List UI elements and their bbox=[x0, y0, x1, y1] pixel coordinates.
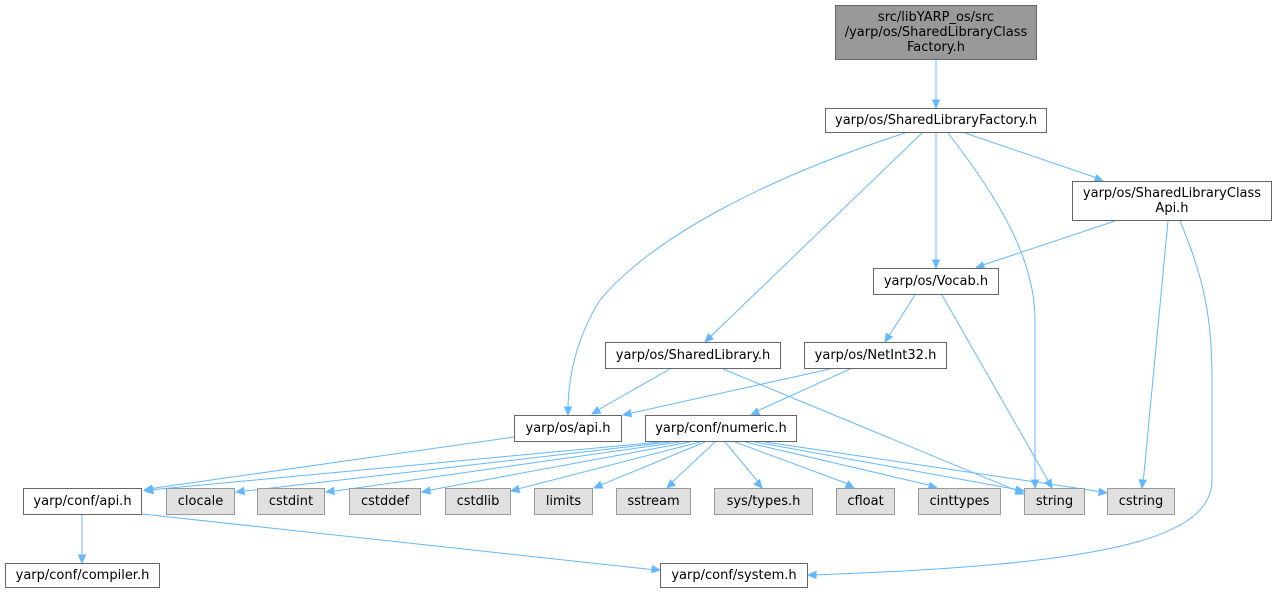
edge-numeric-cstring bbox=[764, 441, 1104, 493]
node-cstdint[interactable]: cstdint bbox=[257, 488, 325, 515]
node-conf-api[interactable]: yarp/conf/api.h bbox=[23, 488, 142, 515]
edge-numeric-confapi-arrowhead bbox=[143, 486, 154, 495]
edge-root-factory-arrowhead bbox=[931, 99, 941, 110]
edge-netint-osapi bbox=[626, 368, 831, 415]
edge-numeric-limits bbox=[595, 441, 706, 488]
node-cfloat[interactable]: cfloat bbox=[836, 488, 895, 515]
edge-factory-sharedlib bbox=[707, 132, 923, 340]
edge-numeric-cstdint-arrowhead bbox=[324, 486, 336, 496]
edge-confapi-system-arrowhead bbox=[651, 564, 662, 574]
edge-classapi-vocab bbox=[979, 220, 1116, 267]
edge-factory-string bbox=[947, 132, 1036, 484]
edge-numeric-clocale bbox=[236, 441, 671, 493]
edge-numeric-cstdint bbox=[327, 441, 681, 493]
edge-numeric-cstddef bbox=[424, 441, 691, 492]
node-cstdlib[interactable]: cstdlib bbox=[445, 488, 511, 515]
edge-numeric-clocale-arrowhead bbox=[234, 486, 245, 496]
edge-numeric-string-arrowhead bbox=[1014, 485, 1026, 494]
edge-numeric-cfloat-arrowhead bbox=[844, 480, 856, 489]
node-string[interactable]: string bbox=[1024, 488, 1085, 515]
node-shared-library-factory[interactable]: yarp/os/SharedLibraryFactory.h bbox=[825, 108, 1047, 133]
edge-vocab-netint-arrowhead bbox=[884, 332, 894, 344]
node-shared-library-class-api[interactable]: yarp/os/SharedLibraryClass Api.h bbox=[1072, 181, 1272, 221]
edge-numeric-systypes bbox=[724, 441, 761, 485]
node-root-header[interactable]: src/libYARP_os/src /yarp/os/SharedLibrar… bbox=[835, 5, 1037, 60]
node-netint32[interactable]: yarp/os/NetInt32.h bbox=[804, 342, 947, 369]
edge-sharedlib-osapi bbox=[595, 368, 671, 412]
edge-classapi-cstring bbox=[1142, 220, 1169, 485]
edge-confapi-compiler-arrowhead bbox=[77, 554, 87, 565]
node-limits[interactable]: limits bbox=[534, 488, 593, 515]
edge-classapi-cstring-arrowhead bbox=[1138, 479, 1147, 490]
edge-factory-sharedlib-arrowhead bbox=[704, 333, 715, 343]
edge-netint-osapi-arrowhead bbox=[621, 408, 633, 418]
edge-factory-classapi bbox=[964, 132, 1101, 180]
edge-numeric-cstdlib bbox=[513, 441, 701, 491]
edge-netint-numeric-arrowhead bbox=[749, 407, 761, 416]
edge-numeric-cstddef-arrowhead bbox=[420, 486, 432, 495]
edge-classapi-system-arrowhead bbox=[806, 570, 817, 580]
edge-factory-osapi-arrowhead bbox=[563, 406, 573, 417]
node-cstddef[interactable]: cstddef bbox=[349, 488, 421, 515]
edge-numeric-string bbox=[754, 441, 1021, 491]
edge-confapi-system bbox=[141, 513, 657, 571]
edge-numeric-limits-arrowhead bbox=[592, 480, 604, 489]
node-conf-compiler[interactable]: yarp/conf/compiler.h bbox=[5, 563, 160, 588]
node-vocab[interactable]: yarp/os/Vocab.h bbox=[873, 268, 999, 295]
node-shared-library[interactable]: yarp/os/SharedLibrary.h bbox=[605, 342, 781, 369]
edge-vocab-netint bbox=[886, 294, 916, 340]
edge-numeric-cinttypes bbox=[744, 441, 934, 487]
node-conf-system[interactable]: yarp/conf/system.h bbox=[660, 563, 808, 588]
edge-classapi-system bbox=[811, 220, 1213, 576]
edge-numeric-cfloat bbox=[734, 441, 852, 486]
edge-factory-osapi bbox=[567, 132, 906, 412]
edge-numeric-systypes-arrowhead bbox=[753, 478, 763, 489]
edge-numeric-sstream bbox=[668, 441, 716, 486]
dependency-edges bbox=[77, 60, 1213, 580]
edge-netint-numeric bbox=[754, 368, 851, 413]
node-os-api[interactable]: yarp/os/api.h bbox=[514, 415, 622, 442]
node-cstring[interactable]: cstring bbox=[1107, 488, 1175, 515]
edge-numeric-cstdlib-arrowhead bbox=[509, 484, 521, 494]
edge-numeric-confapi bbox=[148, 441, 661, 491]
edge-vocab-string bbox=[941, 294, 1051, 485]
edge-sharedlib-string bbox=[722, 368, 1021, 493]
node-conf-numeric[interactable]: yarp/conf/numeric.h bbox=[645, 415, 797, 442]
node-clocale[interactable]: clocale bbox=[166, 488, 235, 515]
edge-numeric-sstream-arrowhead bbox=[666, 479, 677, 489]
node-sys-types[interactable]: sys/types.h bbox=[714, 488, 813, 515]
edge-factory-vocab-arrowhead bbox=[931, 259, 941, 270]
edge-osapi-confapi bbox=[147, 436, 515, 490]
edge-sharedlib-osapi-arrowhead bbox=[590, 406, 602, 415]
node-cinttypes[interactable]: cinttypes bbox=[918, 488, 1001, 515]
edge-numeric-cstring-arrowhead bbox=[1097, 487, 1109, 497]
node-sstream[interactable]: sstream bbox=[616, 488, 691, 515]
